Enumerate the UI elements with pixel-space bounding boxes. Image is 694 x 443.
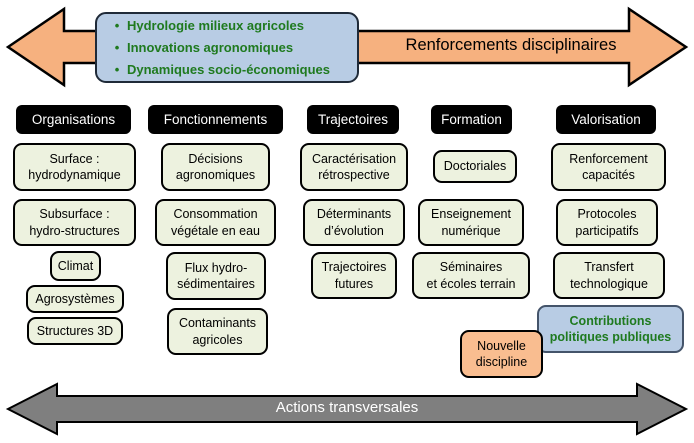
column-header-trajectoires: Trajectoires xyxy=(307,105,399,134)
top-arrow-label: Renforcements disciplinaires xyxy=(405,36,617,54)
box-doctoriales: Doctoriales xyxy=(433,150,517,183)
box-trajectoires-futures: Trajectoires futures xyxy=(311,252,397,299)
disciplines-callout: • Hydrologie milieux agricoles • Innovat… xyxy=(95,12,359,83)
column-header-valorisation: Valorisation xyxy=(556,105,656,134)
box-determinants-evolution: Déterminants d’évolution xyxy=(303,199,405,246)
box-surface-hydrodynamique: Surface : hydrodynamique xyxy=(13,143,136,191)
bullet-label: Innovations agronomiques xyxy=(127,39,294,55)
bullet-item: • Innovations agronomiques xyxy=(107,37,351,59)
bullet-icon: • xyxy=(114,39,120,55)
box-contaminants-agricoles: Contaminants agricoles xyxy=(167,308,268,355)
bullet-item: • Dynamiques socio-économiques xyxy=(107,59,351,81)
column-header-fonctionnements: Fonctionnements xyxy=(148,105,283,134)
bullet-label: Hydrologie milieux agricoles xyxy=(127,17,304,33)
column-header-organisations: Organisations xyxy=(16,105,131,134)
box-decisions-agronomiques: Décisions agronomiques xyxy=(161,143,270,191)
bullet-icon: • xyxy=(114,17,120,33)
box-nouvelle-discipline: Nouvelle discipline xyxy=(460,330,543,378)
box-climat: Climat xyxy=(50,251,101,281)
box-protocoles-participatifs: Protocoles participatifs xyxy=(556,199,658,246)
column-header-formation: Formation xyxy=(431,105,512,134)
bottom-arrow-label: Actions transversales xyxy=(275,399,419,416)
box-seminaires-ecoles-terrain: Séminaires et écoles terrain xyxy=(412,252,530,299)
box-agrosystemes: Agrosystèmes xyxy=(26,285,124,313)
box-consommation-vegetale: Consommation végétale en eau xyxy=(155,199,276,246)
box-caracterisation-retrospective: Caractérisation rétrospective xyxy=(300,143,408,191)
box-structures-3d: Structures 3D xyxy=(27,317,123,345)
box-transfert-technologique: Transfert technologique xyxy=(553,252,665,299)
bullet-label: Dynamiques socio-économiques xyxy=(127,61,330,77)
box-enseignement-numerique: Enseignement numérique xyxy=(418,199,524,246)
box-renforcement-capacites: Renforcement capacités xyxy=(551,143,666,191)
bottom-double-arrow xyxy=(5,382,689,436)
box-contributions-politiques-publiques: Contributions politiques publiques xyxy=(537,305,684,353)
bullet-item: • Hydrologie milieux agricoles xyxy=(107,15,351,37)
box-subsurface-hydro-structures: Subsurface : hydro-structures xyxy=(13,199,136,246)
bullet-icon: • xyxy=(114,61,120,77)
box-flux-hydro-sedimentaires: Flux hydro- sédimentaires xyxy=(166,252,266,300)
